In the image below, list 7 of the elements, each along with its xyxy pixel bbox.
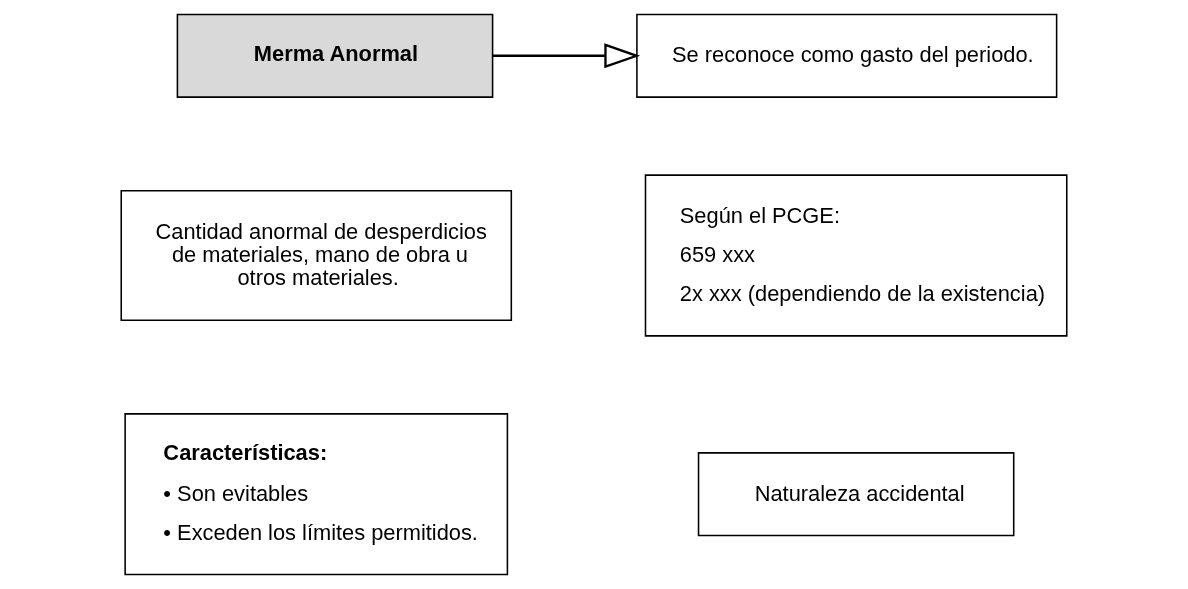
node-box: Cantidad anormal de desperdicios de materiales, mano de obra u otros materiales. bbox=[120, 189, 513, 321]
node-box: Se reconoce como gasto del periodo. bbox=[636, 13, 1058, 98]
node-box: Naturaleza accidental bbox=[697, 452, 1015, 537]
node-box: Características: • Son evitables • Exceden los límites permitidos. bbox=[124, 413, 509, 576]
node-box: Merma Anormal bbox=[176, 13, 494, 98]
node-box: Según el PCGE: 659 xxx 2x xxx (dependiendo de la existencia) bbox=[644, 174, 1068, 337]
arrow bbox=[492, 43, 641, 69]
